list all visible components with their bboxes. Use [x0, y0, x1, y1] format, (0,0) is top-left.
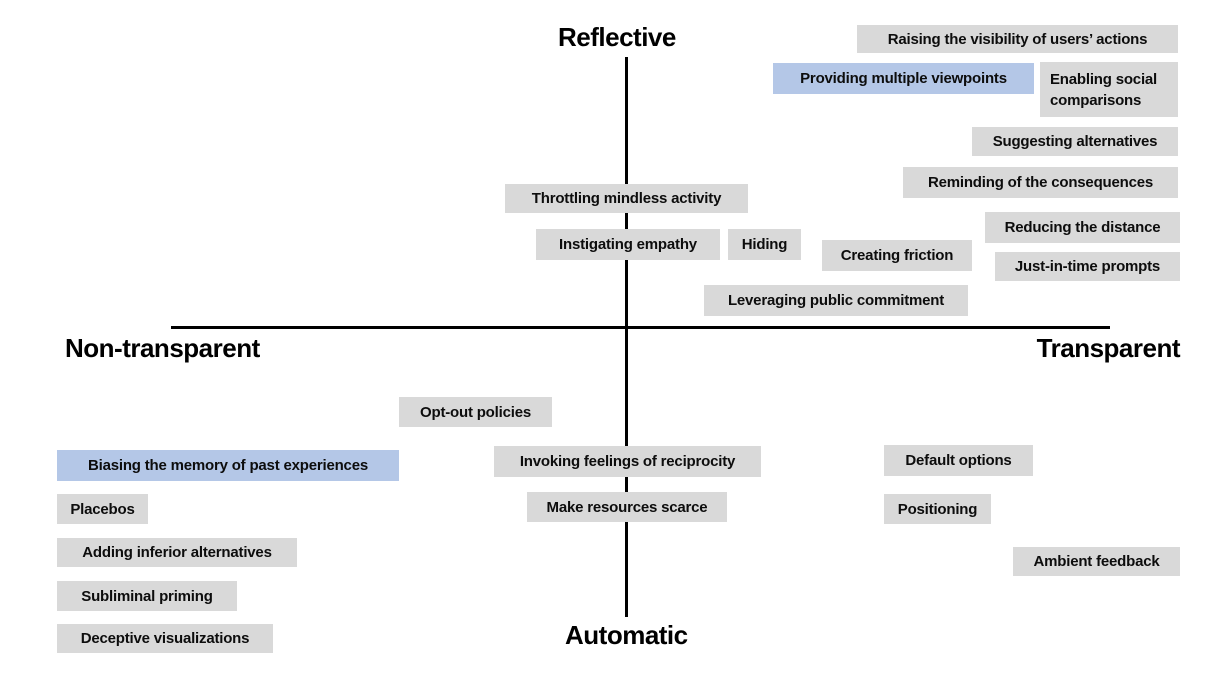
strategy-box-instigating-empathy: Instigating empathy — [536, 229, 720, 260]
strategy-box-default-options: Default options — [884, 445, 1033, 476]
strategy-box-deceptive-visualizations: Deceptive visualizations — [57, 624, 273, 653]
horizontal-axis-line — [171, 326, 1110, 329]
axis-label-non-transparent: Non-transparent — [65, 333, 260, 363]
strategy-box-ambient-feedback: Ambient feedback — [1013, 547, 1180, 576]
strategy-box-adding-inferior-alternatives: Adding inferior alternatives — [57, 538, 297, 567]
strategy-box-subliminal-priming: Subliminal priming — [57, 581, 237, 611]
strategy-box-positioning: Positioning — [884, 494, 991, 524]
strategy-box-invoking-reciprocity: Invoking feelings of reciprocity — [494, 446, 761, 477]
strategy-box-reminding-consequences: Reminding of the consequences — [903, 167, 1178, 198]
axis-label-automatic: Automatic — [565, 620, 688, 650]
strategy-box-raising-visibility: Raising the visibility of users’ actions — [857, 25, 1178, 53]
strategy-box-providing-viewpoints: Providing multiple viewpoints — [773, 63, 1034, 94]
axis-label-transparent: Transparent — [1036, 333, 1181, 363]
strategy-box-placebos: Placebos — [57, 494, 148, 524]
strategy-box-leveraging-public-commitment: Leveraging public commitment — [704, 285, 968, 316]
strategy-box-biasing-memory: Biasing the memory of past experiences — [57, 450, 399, 481]
strategy-box-reducing-distance: Reducing the distance — [985, 212, 1180, 243]
strategy-box-opt-out-policies: Opt-out policies — [399, 397, 552, 427]
strategy-box-make-resources-scarce: Make resources scarce — [527, 492, 727, 522]
strategy-box-throttling-mindless-activity: Throttling mindless activity — [505, 184, 748, 213]
strategy-box-creating-friction: Creating friction — [822, 240, 972, 271]
strategy-box-enabling-social-comparisons: Enabling social comparisons — [1040, 62, 1178, 117]
strategy-box-just-in-time-prompts: Just-in-time prompts — [995, 252, 1180, 281]
axis-label-reflective: Reflective — [558, 22, 676, 52]
strategy-box-hiding: Hiding — [728, 229, 801, 260]
vertical-axis-line — [625, 57, 628, 617]
strategy-box-suggesting-alternatives: Suggesting alternatives — [972, 127, 1178, 156]
